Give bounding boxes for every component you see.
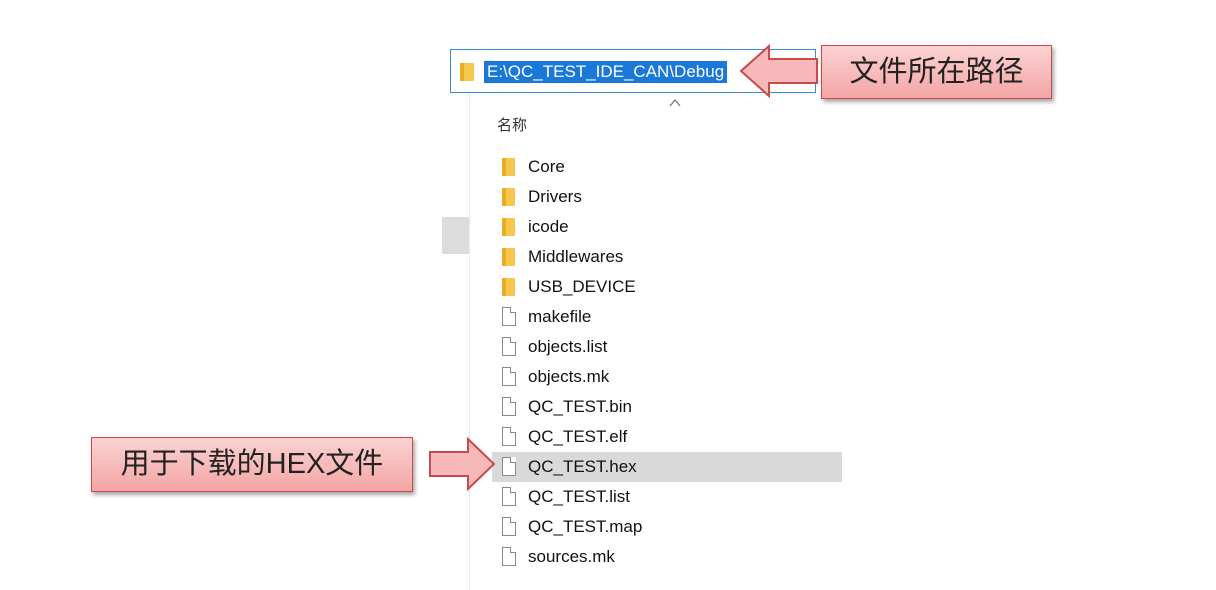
list-item[interactable]: USB_DEVICE	[492, 272, 842, 302]
scrollbar-thumb[interactable]	[442, 217, 469, 254]
list-item[interactable]: sources.mk	[492, 542, 842, 572]
file-icon	[500, 362, 522, 392]
list-item[interactable]: QC_TEST.elf	[492, 422, 842, 452]
sort-caret-icon[interactable]	[665, 96, 685, 110]
file-name-label: QC_TEST.hex	[528, 457, 637, 476]
file-icon	[500, 302, 522, 332]
file-name-label: QC_TEST.list	[528, 487, 631, 506]
file-name-label: sources.mk	[528, 547, 615, 566]
list-item[interactable]: QC_TEST.map	[492, 512, 842, 542]
file-name-label: Middlewares	[528, 247, 624, 266]
file-name-label: makefile	[528, 307, 592, 326]
file-icon	[500, 332, 522, 362]
file-name-label: Core	[528, 157, 565, 176]
file-icon	[500, 422, 522, 452]
folder-icon	[500, 272, 522, 302]
list-item[interactable]: makefile	[492, 302, 842, 332]
file-name-label: USB_DEVICE	[528, 277, 636, 296]
path-callout: 文件所在路径	[821, 45, 1052, 99]
list-item[interactable]: objects.list	[492, 332, 842, 362]
file-name-label: QC_TEST.bin	[528, 397, 632, 416]
hex-callout: 用于下载的HEX文件	[91, 437, 413, 492]
folder-icon	[460, 63, 474, 81]
file-icon	[500, 482, 522, 512]
file-name-label: QC_TEST.map	[528, 517, 643, 536]
list-item[interactable]: QC_TEST.list	[492, 482, 842, 512]
file-name-label: QC_TEST.elf	[528, 427, 628, 446]
list-item[interactable]: QC_TEST.hex	[492, 452, 842, 482]
file-icon	[500, 392, 522, 422]
file-name-label: objects.list	[528, 337, 608, 356]
list-item[interactable]: Core	[492, 152, 842, 182]
file-name-label: icode	[528, 217, 569, 236]
file-name-label: Drivers	[528, 187, 582, 206]
address-path[interactable]: E:\QC_TEST_IDE_CAN\Debug	[484, 61, 728, 83]
file-icon	[500, 512, 522, 542]
folder-icon	[500, 242, 522, 272]
list-item[interactable]: objects.mk	[492, 362, 842, 392]
folder-icon	[500, 212, 522, 242]
file-icon	[500, 542, 522, 572]
file-icon	[500, 452, 522, 482]
file-name-label: objects.mk	[528, 367, 610, 386]
list-item[interactable]: icode	[492, 212, 842, 242]
arrow-right-icon	[429, 436, 496, 492]
folder-icon	[500, 182, 522, 212]
arrow-left-icon	[739, 43, 818, 99]
folder-icon	[500, 152, 522, 182]
list-item[interactable]: QC_TEST.bin	[492, 392, 842, 422]
list-item[interactable]: Middlewares	[492, 242, 842, 272]
file-list-pane	[469, 93, 850, 590]
list-item[interactable]: Drivers	[492, 182, 842, 212]
column-header-name[interactable]: 名称	[497, 116, 528, 134]
